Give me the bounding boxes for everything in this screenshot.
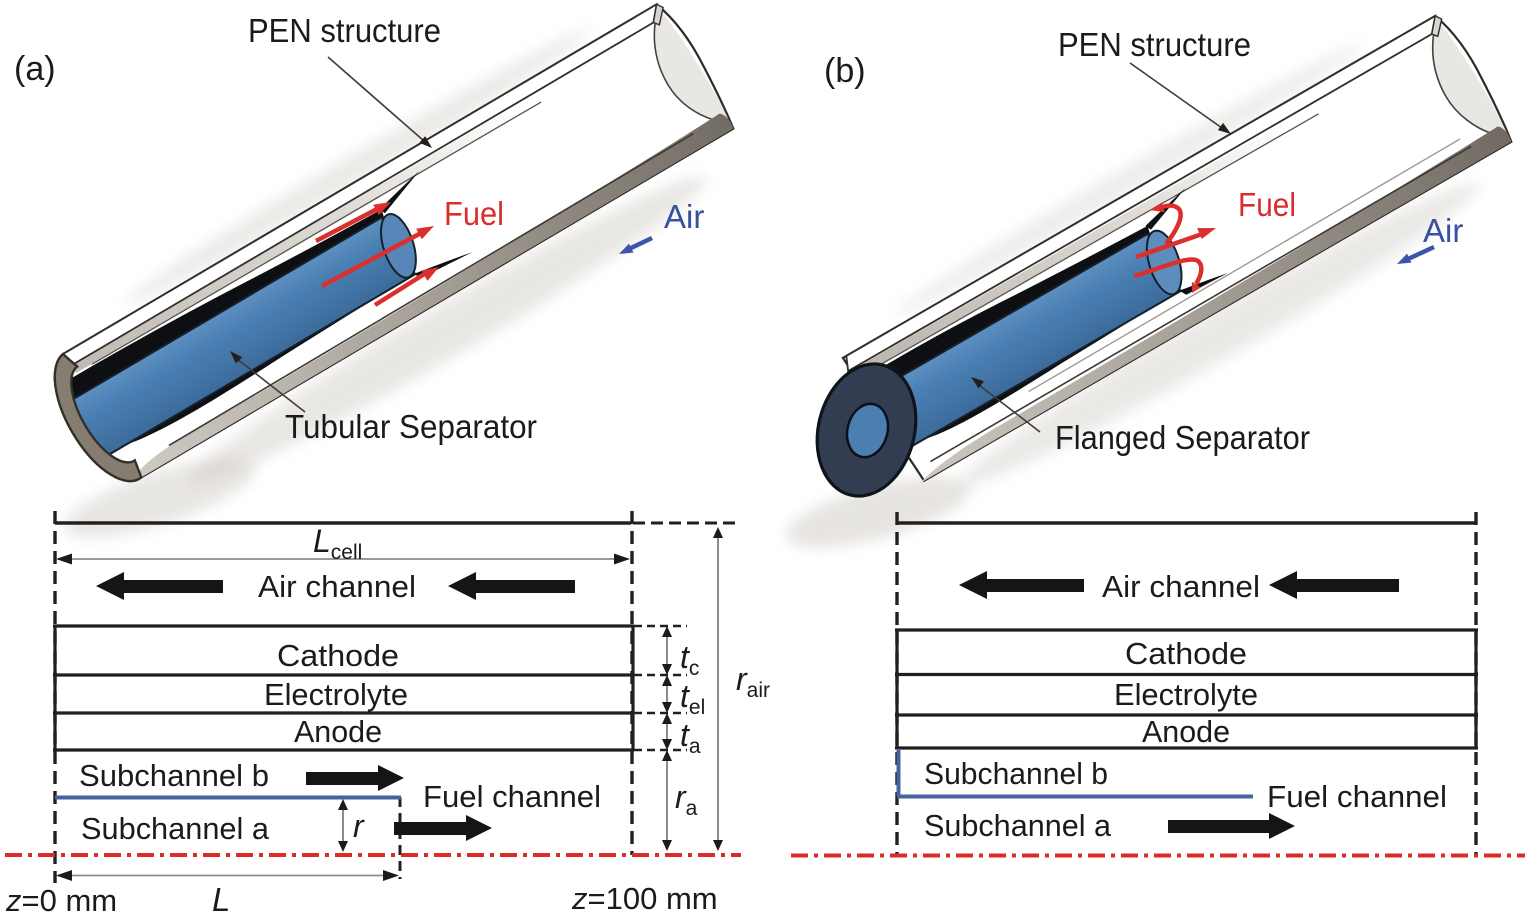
svg-text:z=100 mm: z=100 mm [571, 881, 718, 914]
svg-text:Cathode: Cathode [1125, 636, 1247, 671]
svg-text:Fuel channel: Fuel channel [423, 779, 601, 814]
svg-text:Subchannel a: Subchannel a [924, 808, 1112, 843]
svg-text:Subchannel b: Subchannel b [79, 758, 269, 793]
svg-text:Anode: Anode [1142, 714, 1230, 749]
svg-text:z=0 mm: z=0 mm [5, 883, 117, 914]
svg-text:Fuel: Fuel [444, 195, 504, 232]
svg-text:r: r [353, 808, 365, 844]
svg-text:PEN structure: PEN structure [1058, 26, 1251, 63]
svg-text:ra: ra [675, 779, 698, 820]
svg-text:tel: tel [680, 678, 705, 719]
svg-text:Lcell: Lcell [313, 523, 362, 564]
svg-text:Air channel: Air channel [1102, 569, 1260, 604]
svg-text:Anode: Anode [294, 714, 382, 749]
svg-text:Air: Air [1423, 212, 1463, 249]
svg-text:PEN structure: PEN structure [248, 12, 441, 49]
svg-text:Flanged Separator: Flanged Separator [1055, 419, 1310, 456]
svg-text:Electrolyte: Electrolyte [1114, 677, 1258, 712]
svg-text:Subchannel a: Subchannel a [81, 811, 270, 846]
svg-text:Cathode: Cathode [277, 638, 399, 673]
svg-text:Air channel: Air channel [258, 569, 416, 604]
svg-text:Fuel channel: Fuel channel [1267, 779, 1447, 814]
svg-text:Tubular Separator: Tubular Separator [285, 408, 537, 445]
svg-text:Fuel: Fuel [1238, 186, 1296, 223]
svg-text:tc: tc [680, 639, 699, 680]
svg-text:L: L [212, 881, 230, 914]
svg-text:Air: Air [664, 198, 704, 235]
svg-text:Subchannel b: Subchannel b [924, 756, 1108, 791]
svg-text:(b): (b) [824, 52, 866, 90]
svg-text:(a): (a) [14, 50, 56, 88]
svg-text:ta: ta [680, 717, 701, 758]
svg-text:Electrolyte: Electrolyte [264, 677, 408, 712]
svg-text:rair: rair [736, 661, 770, 702]
